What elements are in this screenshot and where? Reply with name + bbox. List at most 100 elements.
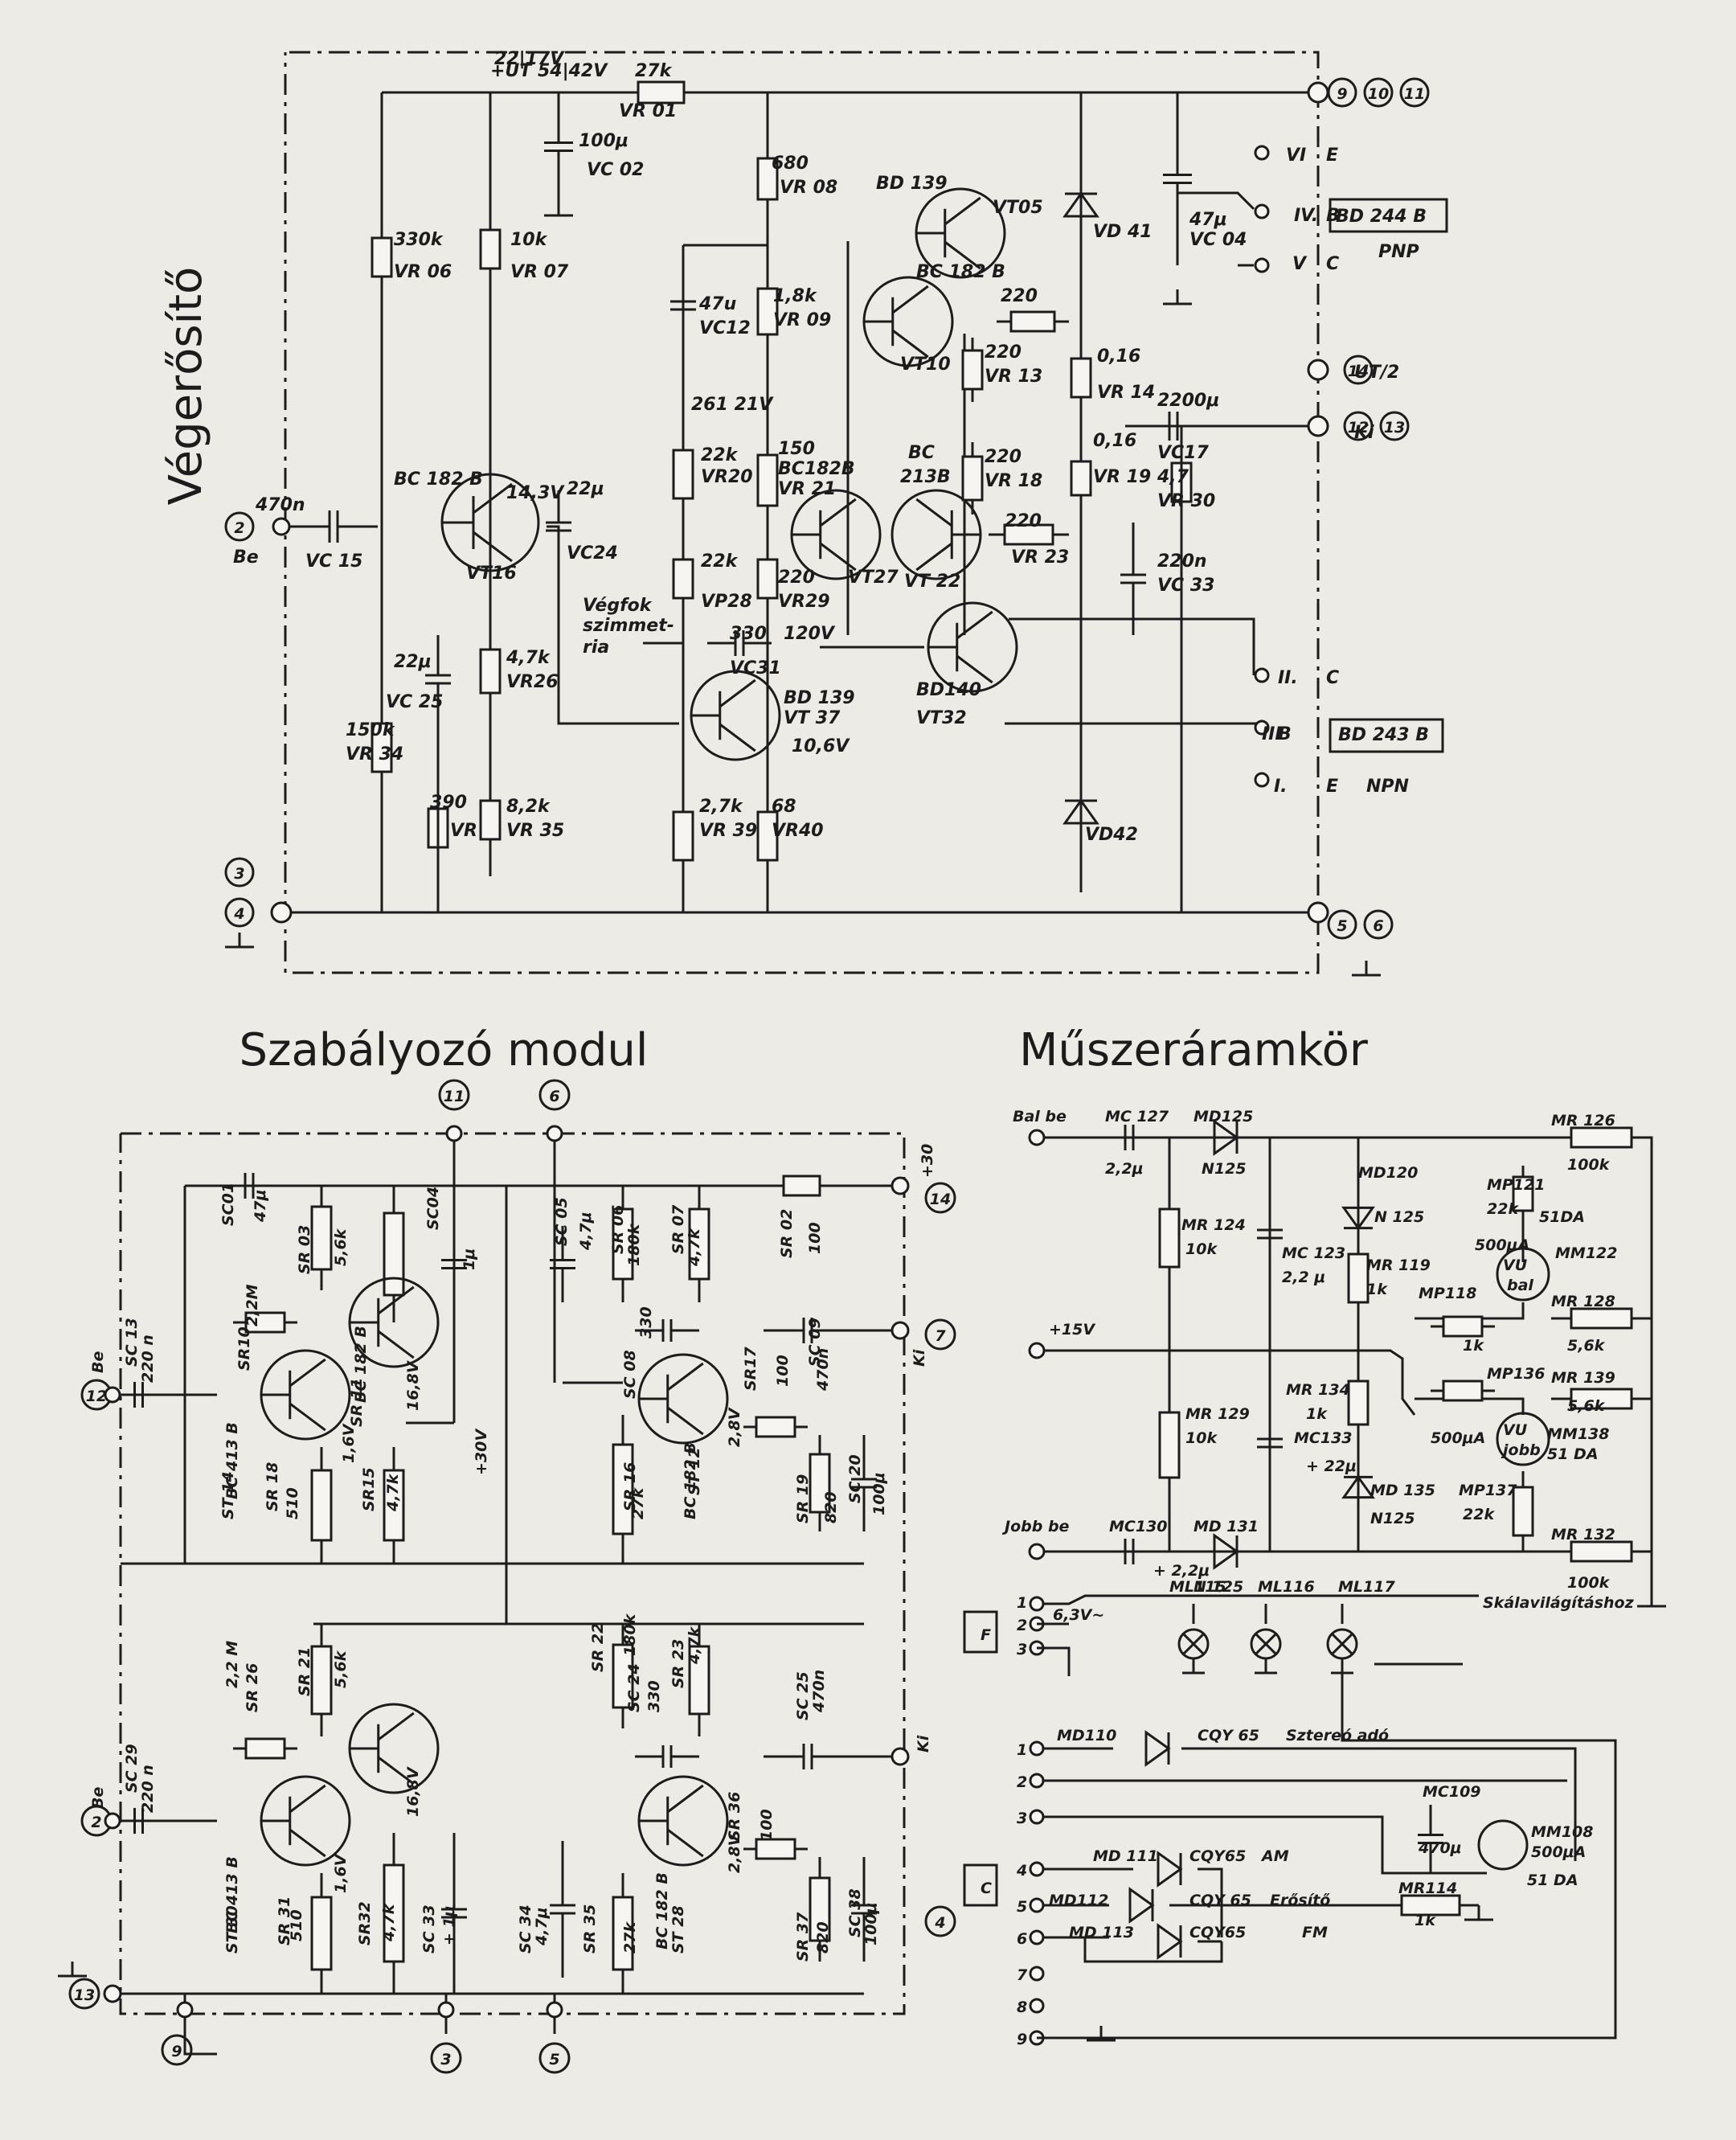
label: 220n: [1157, 551, 1207, 572]
label: 68: [772, 797, 796, 817]
label: 5,6k: [1567, 1397, 1606, 1415]
label: N 125: [1374, 1208, 1424, 1226]
resistor: [756, 157, 779, 201]
label: I.: [1274, 777, 1288, 797]
label: ST 30: [223, 1905, 241, 1953]
label: SC 38: [846, 1888, 864, 1937]
label: Sztereó adó: [1286, 1727, 1389, 1744]
terminal: [1028, 1129, 1046, 1146]
resistor: [612, 1207, 634, 1281]
label: 4,7k: [686, 1228, 703, 1267]
resistor: [809, 1453, 831, 1514]
label: 330: [730, 624, 767, 644]
label: 2,2 μ: [1282, 1269, 1325, 1286]
label: VC 04: [1189, 230, 1247, 250]
meter: [1477, 1819, 1529, 1871]
resistor: [310, 1469, 333, 1542]
label: VR 35: [506, 821, 564, 841]
label: 1k: [1366, 1281, 1388, 1298]
label: 390: [430, 793, 467, 813]
terminal: [1254, 257, 1270, 273]
wire: [1331, 1633, 1353, 1655]
resistor: [1347, 1252, 1370, 1304]
resistor: [1347, 1380, 1370, 1426]
label: SR 23: [669, 1639, 687, 1688]
label: BD 139: [876, 174, 948, 194]
label: BC 182 B: [682, 1442, 699, 1519]
label: 51 DA: [1527, 1871, 1578, 1889]
label: BC: [908, 443, 935, 463]
label: SR 11: [348, 1378, 366, 1427]
label: 4,7μ: [577, 1211, 595, 1251]
label: 4: [934, 1914, 945, 1932]
label: VR 14: [1097, 383, 1155, 403]
label: MC 123: [1282, 1244, 1345, 1262]
label: 22|17V: [494, 49, 565, 69]
label: 500μA: [1475, 1236, 1529, 1254]
label: 330: [645, 1680, 663, 1712]
label: 330: [637, 1306, 655, 1339]
label: 9: [171, 2043, 182, 2060]
label: E: [1326, 146, 1338, 166]
wire: [377, 1285, 415, 1315]
label: SC 24: [625, 1663, 643, 1712]
label: 330k: [394, 230, 444, 250]
label: VC24: [567, 543, 618, 564]
label: II.: [1278, 668, 1298, 688]
label: ST 12: [686, 1447, 703, 1495]
label: 820: [822, 1491, 840, 1523]
label: MR 128: [1551, 1293, 1615, 1310]
terminal: [1028, 1342, 1046, 1359]
label: IV.: [1294, 206, 1318, 226]
label: ML115: [1169, 1578, 1226, 1596]
label: 27k: [629, 1487, 647, 1519]
resistor: [755, 1838, 796, 1860]
wire: [473, 482, 513, 515]
vu-meter: [1496, 1247, 1550, 1302]
resistor: [1158, 1207, 1181, 1269]
label: 2,2μ: [1105, 1160, 1144, 1178]
label: 100: [806, 1222, 824, 1254]
wire: [1053, 1668, 1617, 2040]
amp-frame: [284, 51, 1320, 974]
label: 100: [758, 1809, 776, 1841]
resistor: [383, 1863, 405, 1963]
terminal-number-ring: [538, 2042, 571, 2074]
terminal: [1029, 1929, 1045, 1945]
label: SR 36: [726, 1792, 743, 1841]
terminal: [1029, 1998, 1045, 2014]
label: Jobb be: [1001, 1518, 1070, 1535]
terminal-number-ring: [1343, 411, 1374, 441]
label: +UT 54|42V: [490, 61, 608, 81]
label: 100: [774, 1355, 792, 1387]
label: jobb: [1501, 1441, 1541, 1459]
label: 1: [1017, 1594, 1027, 1612]
wire: [1037, 1815, 1487, 1875]
wire: [1181, 1747, 1577, 1861]
resistor: [672, 810, 694, 862]
label: C: [1326, 254, 1339, 274]
label: ST 28: [669, 1905, 687, 1953]
label: MD120: [1358, 1164, 1418, 1182]
terminal: [1254, 203, 1270, 219]
terminal: [546, 2001, 563, 2019]
label: 16,8V: [404, 1766, 422, 1817]
label: CQY 65: [1198, 1727, 1259, 1744]
wire: [1037, 1349, 1416, 1416]
label: Be: [233, 547, 259, 568]
label: N125: [1370, 1510, 1415, 1527]
diode: [1213, 1119, 1239, 1156]
label: AM: [1260, 1847, 1289, 1865]
label: MM108: [1531, 1823, 1593, 1841]
wire: [666, 1784, 704, 1814]
label: SC 20: [846, 1454, 864, 1503]
label: 5: [1337, 917, 1347, 935]
label: VR 21: [778, 479, 836, 499]
resistor: [1570, 1126, 1633, 1149]
part-box: [1329, 198, 1448, 233]
label: 14: [930, 1191, 951, 1208]
resistor: [1570, 1307, 1633, 1330]
label: N125: [1202, 1160, 1247, 1178]
label: 51DA: [1539, 1208, 1585, 1226]
